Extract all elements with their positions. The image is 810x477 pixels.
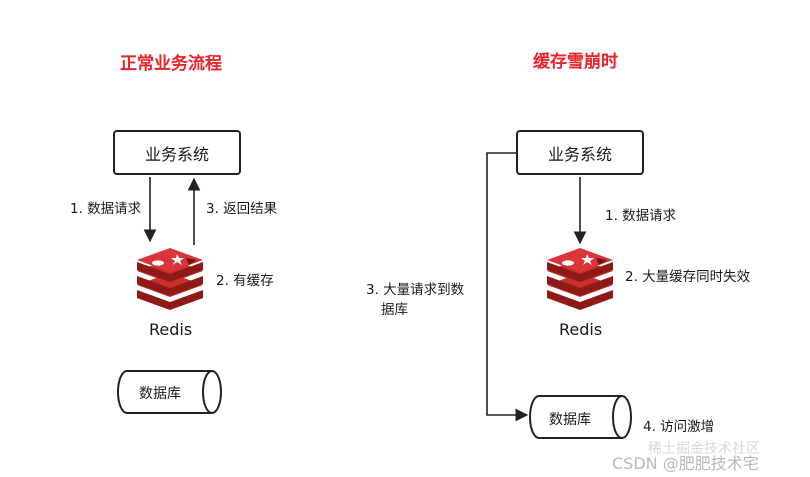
watermark-text: CSDN @肥肥技术宅: [612, 454, 759, 473]
left-redis-label: Redis: [149, 320, 193, 339]
left-system-box: 业务系统: [113, 130, 241, 175]
right-database-icon: [529, 395, 632, 439]
watermark-faint: 稀土掘金技术社区: [648, 441, 760, 457]
left-title: 正常业务流程: [120, 54, 222, 74]
right-db-label: 数据库: [549, 412, 591, 428]
right-system-label: 业务系统: [547, 144, 612, 164]
right-system-box: 业务系统: [516, 130, 644, 175]
left-db-label: 数据库: [139, 386, 181, 402]
right-step2-label: 2. 大量缓存同时失效: [625, 269, 751, 285]
right-step3-label-line2: 据库: [381, 302, 408, 318]
right-step4-label: 4. 访问激增: [643, 419, 715, 435]
right-title: 缓存雪崩时: [533, 52, 618, 72]
right-redis-icon: [547, 248, 613, 310]
left-step2-label: 2. 有缓存: [216, 273, 274, 289]
right-step1-label: 1. 数据请求: [605, 208, 677, 224]
right-redis-label: Redis: [559, 320, 603, 339]
left-redis-icon: [137, 248, 203, 310]
left-system-label: 业务系统: [144, 144, 209, 164]
left-step3-label: 3. 返回结果: [206, 201, 278, 217]
right-db-flow-arrow-icon: [486, 152, 529, 422]
left-step1-label: 1. 数据请求: [70, 201, 142, 217]
left-database-icon: [117, 370, 222, 414]
right-step3-label-line1: 3. 大量请求到数: [366, 282, 465, 298]
